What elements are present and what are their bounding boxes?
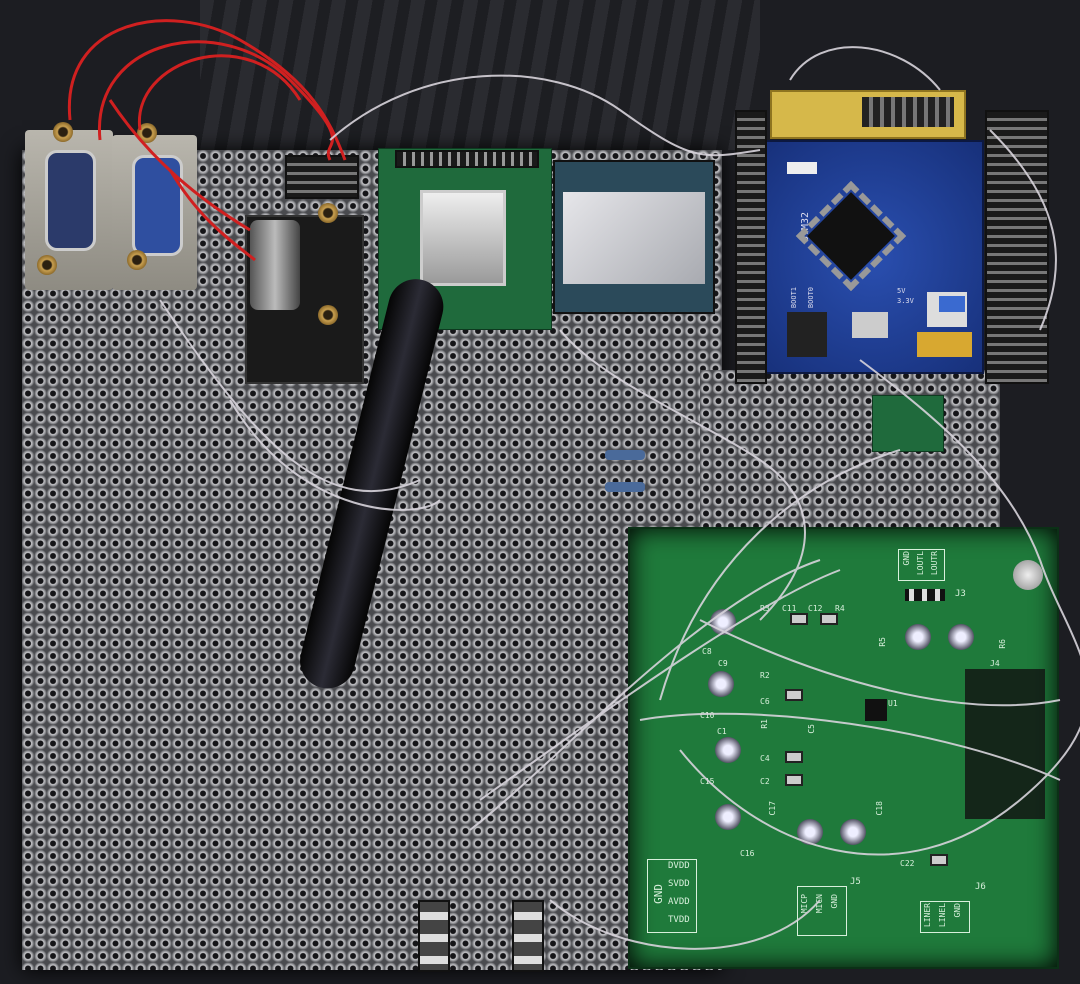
white-wire (679, 559, 1080, 856)
mic-label-box (797, 886, 847, 936)
pin-header-left (735, 110, 767, 384)
silk-label: C12 (808, 604, 823, 613)
smd-component (785, 689, 803, 701)
resistor (605, 450, 645, 460)
smd-component (820, 613, 838, 625)
smd-component (785, 751, 803, 763)
capacitor (840, 819, 866, 845)
silk-label: U1 (888, 699, 898, 708)
silk-label: J3 (955, 589, 966, 599)
silk-label: C22 (900, 859, 915, 868)
silk-label: C2 (760, 777, 770, 786)
silk-label: C9 (718, 659, 728, 668)
silk-label: C15 (700, 777, 715, 786)
oled-screen (563, 192, 705, 284)
smd-component (790, 613, 808, 625)
white-wire (479, 569, 841, 801)
silk-label: C4 (760, 754, 770, 763)
silk-label: TVDD (668, 915, 690, 925)
capacitor (715, 737, 741, 763)
lineout-header (905, 589, 945, 601)
white-wire (229, 399, 441, 511)
red-wire (98, 40, 334, 161)
tactile-switch[interactable] (418, 900, 450, 972)
encoder-shaft (250, 220, 300, 310)
linein-label-box (920, 901, 970, 933)
silk-label: C11 (782, 604, 797, 613)
pin-socket (917, 332, 972, 357)
jtag-header (770, 90, 966, 139)
rf-shield (420, 190, 506, 286)
red-wire (67, 19, 347, 161)
smd-component (785, 774, 803, 786)
tactile-switch[interactable] (512, 900, 544, 972)
silk-label: J6 (975, 882, 986, 892)
reset-button[interactable] (787, 162, 817, 174)
dark-enclosure-background (200, 0, 760, 150)
silk-label: C16 (740, 849, 755, 858)
red-wire (168, 169, 256, 262)
silk-label: SVDD (668, 879, 690, 889)
capacitor (948, 624, 974, 650)
connector-socket (965, 669, 1045, 819)
silk-label: J5 (850, 877, 861, 887)
silk-label: R2 (760, 671, 770, 680)
smd-component (930, 854, 948, 866)
white-wires (159, 46, 1080, 950)
audio-codec-pcb: GND DVDD SVDD AVDD TVDD GND LOUTL LOUTR … (628, 527, 1059, 969)
codec-chip (865, 699, 887, 721)
silk-label: C1 (717, 727, 727, 736)
silk-label: R4 (835, 604, 845, 613)
white-wire (659, 449, 901, 701)
silk-label: C6 (760, 697, 770, 706)
silk-label: DVDD (668, 861, 690, 871)
silk-label: J4 (990, 659, 1000, 668)
capacitor (905, 624, 931, 650)
usb-mini-port (852, 312, 888, 338)
white-wire (989, 129, 1057, 331)
white-wire (639, 712, 1061, 781)
power-switch[interactable] (927, 292, 967, 327)
white-wire (699, 619, 1061, 707)
mounting-screw (1013, 560, 1043, 590)
power-label-box (647, 859, 697, 933)
boot-dip-switch[interactable] (787, 312, 827, 357)
db9-connector-male (25, 122, 113, 290)
silk-label: C8 (702, 647, 712, 656)
capacitor (708, 671, 734, 697)
white-wire (859, 359, 1041, 561)
pin-header-right (985, 110, 1049, 384)
silk-label: 5V (897, 287, 906, 295)
white-wire (469, 559, 821, 831)
perfboard-extension (700, 370, 1000, 540)
resistor (605, 482, 645, 492)
red-wires (67, 19, 347, 262)
module-header (395, 150, 539, 168)
white-wire (549, 899, 821, 950)
white-wire (559, 329, 806, 621)
pin-header (285, 155, 359, 199)
silk-label: AVDD (668, 897, 690, 907)
silk-label: C10 (700, 711, 715, 720)
red-wire (108, 99, 251, 232)
db9-connector-female (112, 123, 197, 290)
white-wire (789, 46, 941, 91)
lineout-label-box (898, 549, 945, 581)
silk-label: 3.3V (897, 297, 914, 305)
white-wire (159, 299, 421, 493)
red-wire (138, 54, 302, 131)
white-wire (329, 74, 761, 157)
capacitor (715, 804, 741, 830)
small-module (872, 395, 944, 452)
